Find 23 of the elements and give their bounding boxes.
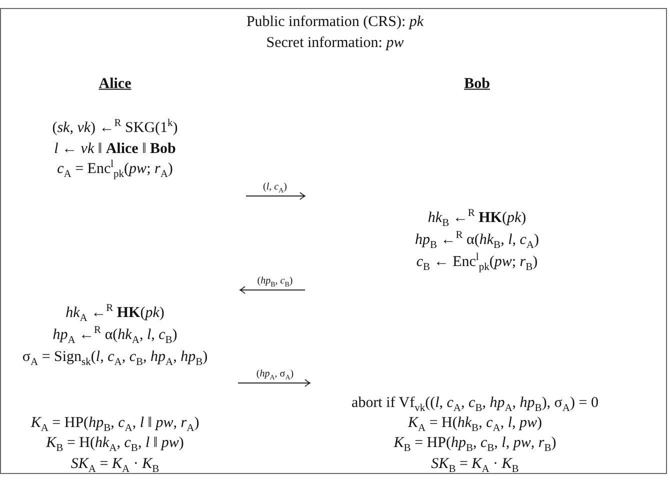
party-name: Bob bbox=[464, 76, 490, 92]
formula: K$_{A}$ = H(hk$_{B}$, c$_{A}$, l, pw) bbox=[408, 414, 542, 432]
formula: hk$_{A}$ ←$^{R}$ HK(pk) bbox=[66, 304, 164, 322]
formula: c$_{A}$ = Enc$^{l}$$_{pk}$(pw; r$_{A}$) bbox=[57, 160, 173, 178]
formula: σ$_{A}$ = Sign$_{sk}$(l, c$_{A}$, c$_{B}$, hp$_{A}$, hp$_{B}$) bbox=[22, 348, 208, 366]
info-text: Secret information: pw bbox=[266, 34, 404, 52]
formula: K$_{A}$ = HP(hp$_{B}$, c$_{A}$, l ‖ pw, r$_{A}$) bbox=[30, 414, 200, 432]
formula: K$_{B}$ = HP(hp$_{B}$, c$_{B}$, l, pw, r$_{B}$) bbox=[394, 434, 556, 452]
info-text: Public information (CRS): pk bbox=[246, 14, 424, 30]
message-label: (hp$_{A}$, σ$_{A}$) bbox=[256, 368, 294, 380]
formula: abort if Vf$_{vk}$((l, c$_{A}$, c$_{B}$, hp$_{A}$, hp$_{B}$), σ$_{A}$) = 0 bbox=[352, 394, 598, 412]
formula: hk$_{B}$ ←$^{R}$ HK(pk) bbox=[428, 210, 526, 226]
formula: hp$_{B}$ ←$^{R}$ α(hk$_{B}$, l, c$_{A}$) bbox=[415, 232, 539, 248]
formula: K$_{B}$ = H(hk$_{A}$, c$_{B}$, l ‖ pw) bbox=[46, 434, 184, 452]
formula: (sk, vk) ←$^{R}$ SKG(1$^{k}$) bbox=[52, 120, 178, 136]
formula: l ← vk ‖ Alice ‖ Bob bbox=[54, 140, 176, 158]
formula: SK$_{A}$ = K$_{A}$ · K$_{B}$ bbox=[70, 456, 160, 472]
party-name: Alice bbox=[98, 76, 132, 92]
message-label: (hp$_{B}$, c$_{B}$) bbox=[257, 276, 293, 286]
formula: c$_{B}$ ← Enc$^{l}$$_{pk}$(pw; r$_{B}$) bbox=[416, 254, 538, 270]
message-label: (l, c$_{A}$) bbox=[263, 182, 287, 192]
formula: SK$_{B}$ = K$_{A}$ · K$_{B}$ bbox=[431, 456, 519, 472]
formula: hp$_{A}$ ←$^{R}$ α(hk$_{A}$, l, c$_{B}$) bbox=[52, 326, 178, 344]
